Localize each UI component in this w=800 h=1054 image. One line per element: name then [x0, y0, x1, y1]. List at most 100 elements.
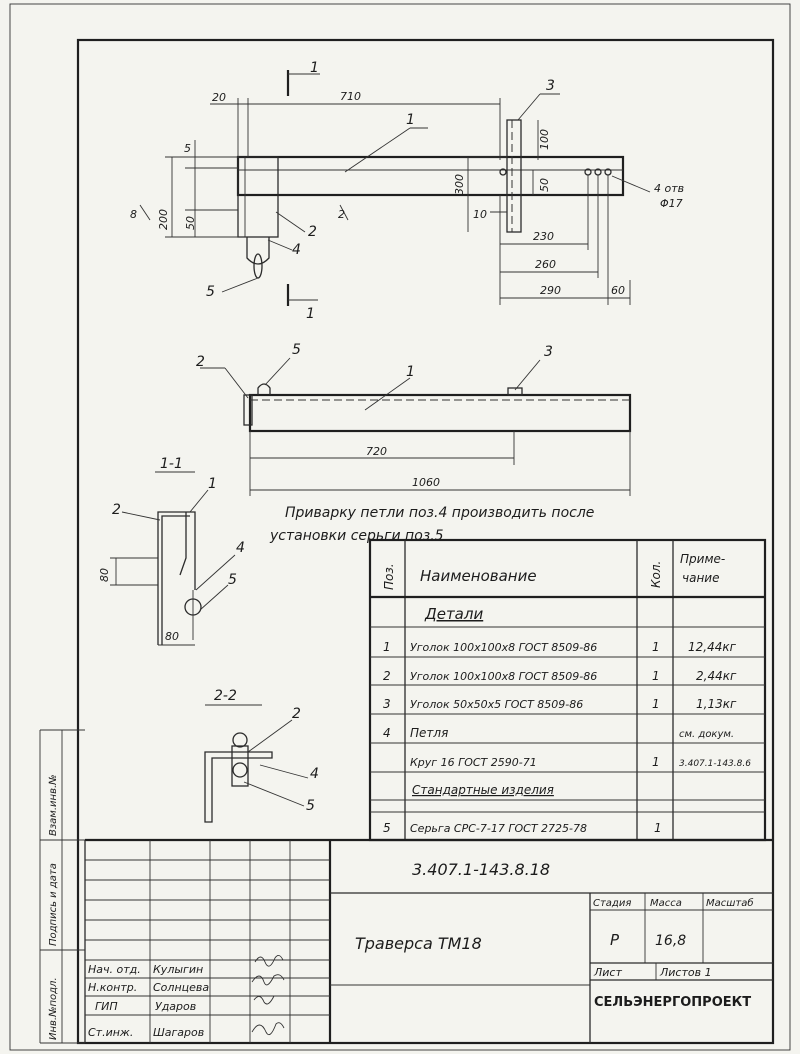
spec-row-1-pos: 1: [383, 640, 391, 654]
dim-260: 260: [535, 258, 556, 271]
spec-row-3-name: Уголок 50x50x5 ГОСТ 8509-86: [410, 698, 583, 711]
role-3: ГИП: [95, 1000, 118, 1013]
hole-1: [499, 168, 507, 176]
note-line-2: установки серьги поз.5: [269, 528, 444, 544]
angle-3: [506, 119, 522, 233]
callout-1-plan: 1: [406, 364, 415, 380]
section-1-1: [110, 471, 236, 646]
label-stage: Стадия: [593, 898, 631, 909]
dim-100: 100: [538, 129, 551, 150]
callout-1-sec11: 1: [208, 476, 217, 492]
dim-300: 300: [453, 174, 466, 195]
spec-row-3-pos: 3: [383, 697, 391, 711]
title-block-lines: [39, 729, 773, 1044]
callout-5-plan: 5: [292, 342, 301, 358]
spec-row-5-name: Круг 16 ГОСТ 2590-71: [410, 756, 537, 769]
spec-row-2-name: Уголок 100x100x8 ГОСТ 8509-86: [410, 670, 597, 683]
spec-row-2-qty: 1: [652, 669, 660, 683]
spec-row-3-qty: 1: [652, 697, 660, 711]
spec-row-6-pos: 5: [383, 821, 391, 835]
spec-header-note-1: Приме-: [680, 552, 725, 566]
document-code: 3.407.1-143.8.18: [412, 860, 550, 879]
signature-1: [254, 955, 284, 967]
callout-2-plan: 2: [196, 354, 205, 370]
spec-row-1-note: 12,44кг: [688, 640, 737, 654]
callout-2-sec22: 2: [292, 706, 301, 722]
strip-label-signature-date: Подпись и дата: [48, 863, 59, 946]
callout-5-sec22: 5: [306, 798, 315, 814]
spec-row-4-note: см. докум.: [679, 729, 734, 740]
spec-row-2-note: 2,44кг: [696, 669, 737, 683]
callout-4-sec22: 4: [310, 766, 319, 782]
spec-header-name: Наименование: [420, 567, 537, 585]
spec-row-6-qty: 1: [654, 821, 662, 835]
callout-4-main: 4: [292, 242, 301, 258]
signature-2: [251, 974, 285, 986]
plate-2: [237, 156, 279, 238]
dim-50-right: 50: [538, 178, 551, 192]
spec-header-note-2: чание: [682, 571, 719, 585]
dim-200: 200: [157, 209, 170, 230]
angle-1-plan: [248, 393, 632, 433]
hole-note-count: 4 отв: [654, 182, 684, 195]
dim-8: 8: [130, 208, 137, 221]
section-title-2-2: 2-2: [214, 688, 237, 704]
dim-50-left: 50: [184, 216, 197, 230]
spec-row-1-qty: 1: [652, 640, 660, 654]
drawing-title: Траверса ТМ18: [355, 934, 482, 953]
outer-border: [9, 3, 791, 1051]
strip-label-original: Инв.№подл.: [48, 977, 59, 1040]
callout-4-sec11: 4: [236, 540, 245, 556]
hole-note-diameter: Φ17: [660, 197, 683, 210]
role-4: Ст.инж.: [88, 1026, 133, 1039]
spec-section-details: Детали: [424, 605, 483, 623]
name-1: Кулыгин: [153, 963, 203, 976]
angle-1-body: [236, 155, 625, 197]
strip-label-replaces: Взам.инв.№: [48, 774, 59, 836]
name-3: Ударов: [155, 1000, 196, 1013]
value-stage: Р: [610, 931, 620, 949]
shackle-5: [253, 253, 263, 279]
section-mark-1-bottom: 1: [306, 306, 315, 322]
role-2: Н.контр.: [88, 981, 137, 994]
spec-section-standard: Стандартные изделия: [412, 783, 554, 797]
value-mass: 16,8: [655, 933, 686, 949]
spec-row-4-name: Петля: [410, 726, 448, 740]
spec-row-1-name: Уголок 100x100x8 ГОСТ 8509-86: [410, 641, 597, 654]
role-1: Нач. отд.: [88, 963, 141, 976]
plan-view: [200, 357, 632, 496]
stirrup-4: [246, 237, 270, 265]
dim-80-horizontal: 80: [165, 630, 179, 643]
spec-row-4-pos: 4: [383, 726, 391, 740]
label-mass: Масса: [650, 898, 682, 909]
callout-3-plan: 3: [544, 344, 553, 360]
section-mark-1-top: 1: [310, 60, 319, 76]
dim-20: 20: [212, 91, 226, 104]
dim-2-weld: 2: [338, 208, 345, 221]
dim-710: 710: [340, 90, 361, 103]
section-title-1-1: 1-1: [160, 456, 183, 472]
spec-header-pos: Поз.: [382, 563, 396, 590]
spec-row-3-note: 1,13кг: [696, 697, 737, 711]
label-sheet: Лист: [593, 966, 622, 979]
callout-3-main: 3: [546, 78, 555, 94]
label-scale: Масштаб: [706, 897, 754, 909]
callout-5-sec11: 5: [228, 572, 237, 588]
dim-80-vertical: 80: [98, 568, 111, 582]
signature-4: [251, 1022, 285, 1036]
spec-row-2-pos: 2: [383, 669, 391, 683]
callout-2-main: 2: [308, 224, 317, 240]
dim-1060: 1060: [412, 476, 440, 489]
dim-60: 60: [611, 284, 625, 297]
name-4: Шагаров: [153, 1026, 204, 1039]
note-line-1: Приварку петли поз.4 производить после: [285, 505, 594, 521]
dim-290: 290: [540, 284, 561, 297]
dim-10: 10: [473, 208, 487, 221]
signature-3: [253, 995, 275, 1005]
name-2: Солнцева: [153, 981, 209, 994]
spec-row-6-name: Серьга СРС-7-17 ГОСТ 2725-78: [410, 822, 587, 835]
dim-230: 230: [533, 230, 554, 243]
label-sheets: Листов 1: [659, 966, 712, 979]
